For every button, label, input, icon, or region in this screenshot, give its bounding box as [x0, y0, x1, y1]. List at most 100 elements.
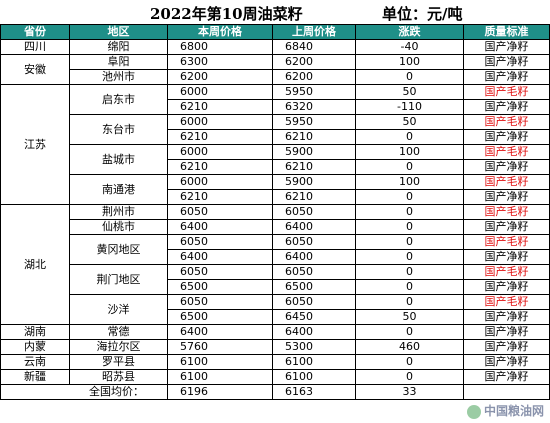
- region-cell: 阜阳: [69, 54, 168, 70]
- region-cell: 绵阳: [69, 39, 168, 55]
- province-cell: 四川: [0, 39, 70, 55]
- quality-standard: 国产净籽: [463, 354, 550, 370]
- last-week-price: 6210: [272, 159, 356, 175]
- region-cell: 常德: [69, 324, 168, 340]
- title-row: 2022年第10周油菜籽 单位：元/吨: [0, 0, 550, 24]
- region-cell: 昭苏县: [69, 369, 168, 385]
- this-week-price: 6050: [167, 204, 273, 220]
- last-week-price: 5950: [272, 114, 356, 130]
- region-cell: 东台市: [69, 114, 168, 145]
- last-week-price: 6840: [272, 39, 356, 55]
- this-week-price: 6050: [167, 234, 273, 250]
- average-label: 全国均价：: [0, 384, 168, 400]
- last-week-price: 5300: [272, 339, 356, 355]
- header-last-week: 上周价格: [272, 24, 356, 40]
- region-cell: 黄冈地区: [69, 234, 168, 265]
- quality-standard: 国产毛籽: [463, 234, 550, 250]
- unit-label: 单位：元/吨: [382, 5, 463, 23]
- quality-standard: 国产净籽: [463, 39, 550, 55]
- average-change: 33: [355, 384, 464, 400]
- last-week-price: 6400: [272, 249, 356, 265]
- average-this-week: 6196: [167, 384, 273, 400]
- this-week-price: 6500: [167, 279, 273, 295]
- this-week-price: 6000: [167, 144, 273, 160]
- quality-standard: 国产净籽: [463, 339, 550, 355]
- this-week-price: 6300: [167, 54, 273, 70]
- watermark: 中国粮油网: [466, 402, 544, 419]
- last-week-price: 5900: [272, 144, 356, 160]
- quality-standard: 国产净籽: [463, 54, 550, 70]
- quality-standard: 国产毛籽: [463, 174, 550, 190]
- last-week-price: 6100: [272, 369, 356, 385]
- quality-standard: 国产毛籽: [463, 84, 550, 100]
- quality-standard: 国产毛籽: [463, 264, 550, 280]
- average-label-text: 全国均价：: [89, 385, 144, 399]
- price-change: 50: [355, 309, 464, 325]
- quality-standard: 国产毛籽: [463, 114, 550, 130]
- region-cell: 启东市: [69, 84, 168, 115]
- region-cell: 沙洋: [69, 294, 168, 325]
- province-cell: 内蒙: [0, 339, 70, 355]
- last-week-price: 6050: [272, 294, 356, 310]
- quality-standard: 国产净籽: [463, 324, 550, 340]
- header-region: 地区: [69, 24, 168, 40]
- province-cell: 云南: [0, 354, 70, 370]
- price-change: 0: [355, 354, 464, 370]
- this-week-price: 6050: [167, 294, 273, 310]
- quality-standard: 国产净籽: [463, 369, 550, 385]
- price-change: 0: [355, 204, 464, 220]
- this-week-price: 6800: [167, 39, 273, 55]
- this-week-price: 6400: [167, 324, 273, 340]
- province-cell: 湖南: [0, 324, 70, 340]
- price-change: 0: [355, 234, 464, 250]
- last-week-price: 6100: [272, 354, 356, 370]
- price-change: 0: [355, 369, 464, 385]
- this-week-price: 6210: [167, 189, 273, 205]
- last-week-price: 6210: [272, 129, 356, 145]
- last-week-price: 6320: [272, 99, 356, 115]
- this-week-price: 6000: [167, 84, 273, 100]
- quality-standard: 国产毛籽: [463, 294, 550, 310]
- price-change: 0: [355, 129, 464, 145]
- this-week-price: 6500: [167, 309, 273, 325]
- last-week-price: 6400: [272, 324, 356, 340]
- region-cell: 仙桃市: [69, 219, 168, 235]
- region-cell: 罗平县: [69, 354, 168, 370]
- province-cell: 湖北: [0, 204, 70, 325]
- region-cell: 荆门地区: [69, 264, 168, 295]
- this-week-price: 6400: [167, 249, 273, 265]
- this-week-price: 6210: [167, 129, 273, 145]
- this-week-price: 6200: [167, 69, 273, 85]
- quality-standard: 国产净籽: [463, 69, 550, 85]
- region-cell: 池州市: [69, 69, 168, 85]
- quality-standard: 国产净籽: [463, 249, 550, 265]
- header-row: 省份 地区 本周价格 上周价格 涨跌 质量标准: [0, 24, 550, 40]
- last-week-price: 5900: [272, 174, 356, 190]
- region-cell: 海拉尔区: [69, 339, 168, 355]
- price-change: 50: [355, 84, 464, 100]
- last-week-price: 6500: [272, 279, 356, 295]
- price-change: -110: [355, 99, 464, 115]
- price-change: 0: [355, 159, 464, 175]
- price-change: 460: [355, 339, 464, 355]
- this-week-price: 6100: [167, 369, 273, 385]
- last-week-price: 5950: [272, 84, 356, 100]
- price-change: 100: [355, 144, 464, 160]
- region-cell: 南通港: [69, 174, 168, 205]
